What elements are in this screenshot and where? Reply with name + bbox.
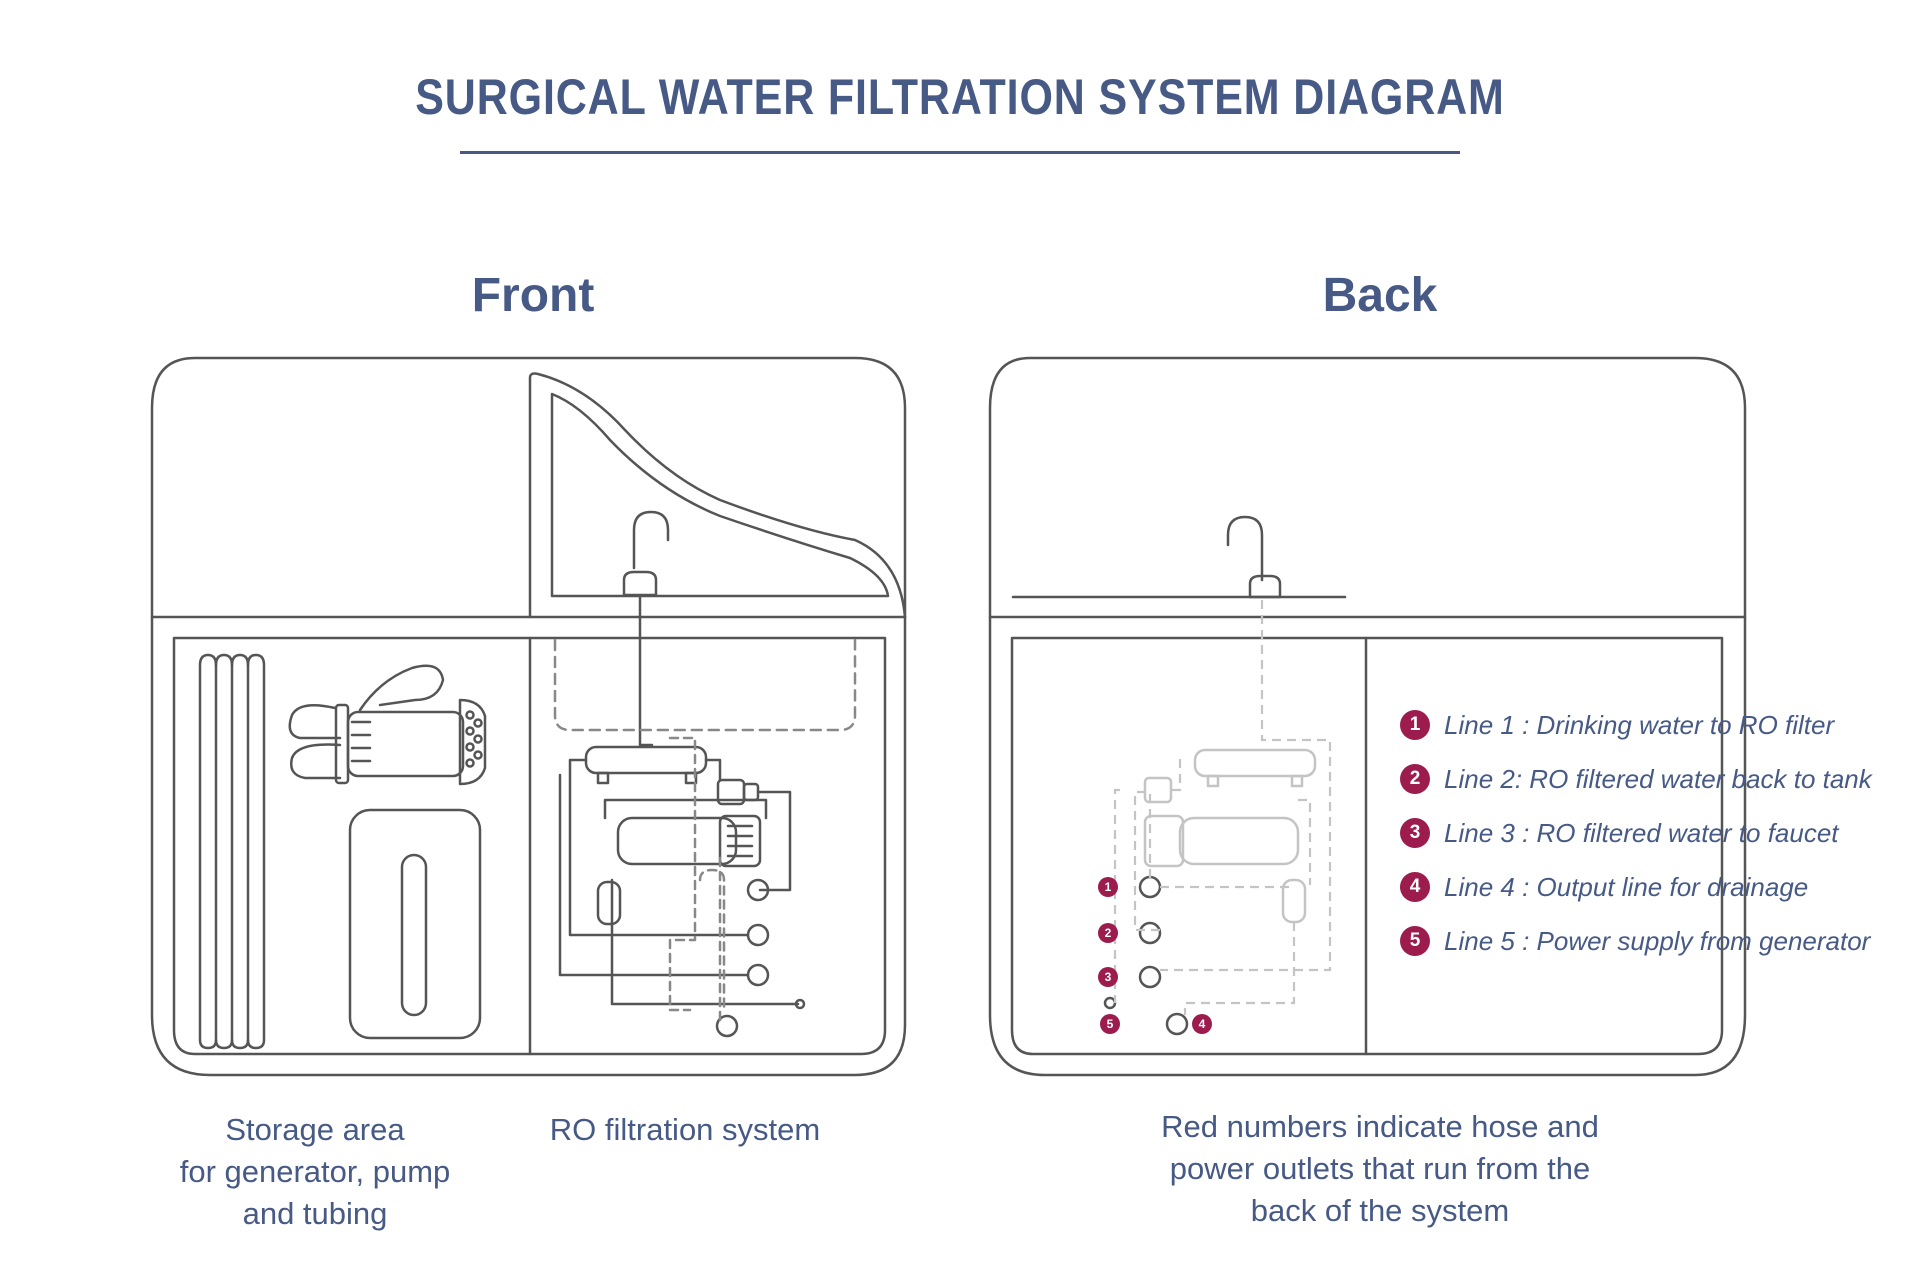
front-faucet xyxy=(632,510,670,570)
marker-4: 4 xyxy=(1192,1014,1212,1034)
back-heading: Back xyxy=(1322,269,1438,322)
back-inner-cabinet xyxy=(1010,636,1724,1056)
legend-text: Line 2: RO filtered water back to tank xyxy=(1444,763,1872,794)
back-outlet-1 xyxy=(1138,875,1162,899)
back-caption-line: back of the system xyxy=(1250,1193,1510,1228)
back-cabinet-outline xyxy=(988,356,1747,1077)
back-caption-line: Red numbers indicate hose and xyxy=(1161,1109,1599,1144)
legend-badge: 5 xyxy=(1400,926,1430,956)
back-outlet-2 xyxy=(1138,921,1162,945)
storage-caption: Storage area for generator, pump and tub… xyxy=(175,1109,455,1235)
ro-caption: RO filtration system xyxy=(545,1109,825,1151)
legend-item-5: 5 Line 5 : Power supply from generator xyxy=(1400,923,1870,959)
marker-5: 5 xyxy=(1100,1014,1120,1034)
legend-text: Line 4 : Output line for drainage xyxy=(1444,871,1809,902)
legend-badge: 1 xyxy=(1400,710,1430,740)
legend-item-4: 4 Line 4 : Output line for drainage xyxy=(1400,869,1808,905)
ro-caption-line: RO filtration system xyxy=(549,1112,821,1147)
pump xyxy=(288,703,342,740)
ro-membrane xyxy=(616,816,738,866)
generator xyxy=(348,808,482,1040)
legend-item-1: 1 Line 1 : Drinking water to RO filter xyxy=(1400,707,1834,743)
legend-text: Line 5 : Power supply from generator xyxy=(1444,925,1871,956)
front-heading: Front xyxy=(471,269,595,322)
legend-badge: 3 xyxy=(1400,818,1430,848)
front-outlet xyxy=(746,878,770,902)
back-outlet-3 xyxy=(1138,965,1162,989)
back-outlet-4 xyxy=(1165,1012,1189,1036)
sink-basin xyxy=(528,372,907,619)
legend-item-3: 3 Line 3 : RO filtered water to faucet xyxy=(1400,815,1839,851)
ro-filter-top xyxy=(584,745,708,775)
storage-caption-line: Storage area xyxy=(225,1112,405,1147)
legend-badge: 4 xyxy=(1400,872,1430,902)
legend-item-2: 2 Line 2: RO filtered water back to tank xyxy=(1400,761,1872,797)
storage-caption-line: for generator, pump xyxy=(179,1154,451,1189)
marker-1: 1 xyxy=(1098,877,1118,897)
diagram-title: SURGICAL WATER FILTRATION SYSTEM DIAGRAM xyxy=(415,69,1505,125)
back-caption-line: power outlets that run from the xyxy=(1169,1151,1591,1186)
legend-text: Line 3 : RO filtered water to faucet xyxy=(1444,817,1839,848)
back-faucet xyxy=(1226,515,1264,582)
under-sink-basin xyxy=(553,638,857,732)
marker-2: 2 xyxy=(1098,923,1118,943)
storage-caption-line: and tubing xyxy=(242,1196,388,1231)
title-underline xyxy=(460,151,1460,154)
legend-text: Line 1 : Drinking water to RO filter xyxy=(1444,709,1835,740)
tubing-coil xyxy=(198,653,218,1050)
back-caption: Red numbers indicate hose and power outl… xyxy=(1160,1106,1600,1232)
marker-3: 3 xyxy=(1098,967,1118,987)
back-outlet-5 xyxy=(1103,996,1117,1010)
front-cabinet-outline xyxy=(150,356,907,1077)
front-inner-cabinet xyxy=(172,636,887,1056)
legend-badge: 2 xyxy=(1400,764,1430,794)
